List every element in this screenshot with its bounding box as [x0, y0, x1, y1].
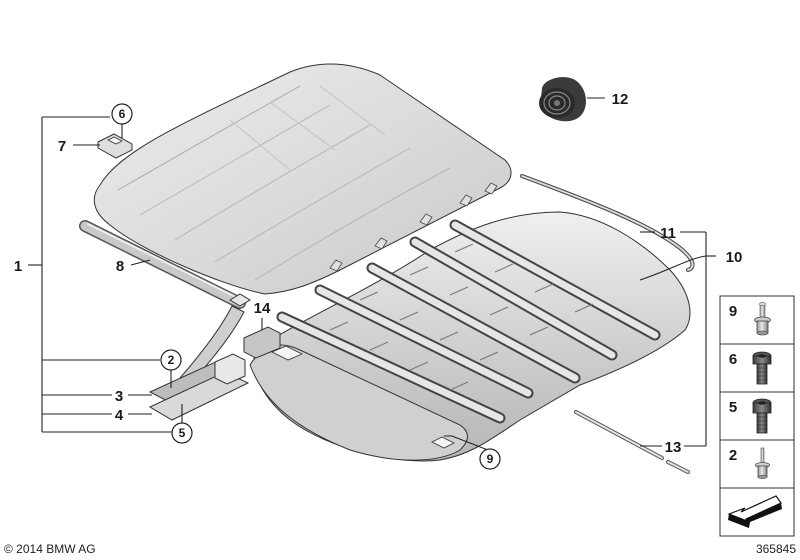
rivet-icon [755, 447, 770, 479]
callout-1: 1 [14, 258, 22, 275]
rod [574, 410, 690, 474]
callout-3: 3 [115, 388, 123, 405]
callout-5: 5 [179, 426, 186, 440]
callout-12: 12 [612, 91, 629, 108]
roof-cover-panel [93, 63, 512, 295]
hardware-panel: 9 6 5 2 [719, 295, 795, 537]
callout-5-ring [171, 422, 193, 444]
leader-lines [28, 97, 716, 451]
panel-label-2: 2 [729, 447, 737, 464]
panel-label-9: 9 [729, 303, 737, 320]
hinge-bracket [148, 293, 251, 421]
callout-6: 6 [119, 107, 126, 121]
callout-labels: 1 6 7 8 2 3 4 5 9 10 11 12 13 14 [14, 91, 743, 470]
screw-icon [752, 398, 772, 434]
bracket [243, 326, 281, 359]
rivet-icon [754, 302, 771, 336]
callout-9: 9 [487, 452, 494, 466]
callout-7: 7 [58, 138, 66, 155]
panel-label-5: 5 [729, 399, 737, 416]
seal-strip [79, 220, 246, 309]
callout-11: 11 [660, 225, 676, 242]
sealing-strip [520, 174, 695, 272]
callout-13: 13 [665, 439, 682, 456]
callout-10: 10 [726, 249, 743, 266]
image-number: 365845 [756, 542, 796, 556]
callout-6-ring [111, 103, 133, 125]
callout-9-ring [479, 448, 501, 470]
plug [539, 77, 586, 122]
callout-2-ring [160, 349, 182, 371]
clip [97, 133, 133, 159]
screw-icon [752, 351, 772, 385]
arrow-icon [727, 495, 782, 528]
callout-14: 14 [254, 300, 271, 317]
callout-8: 8 [116, 258, 124, 275]
callout-4: 4 [115, 407, 124, 424]
copyright-text: © 2014 BMW AG [4, 542, 96, 556]
roof-bow-frame [249, 211, 691, 462]
callout-2: 2 [168, 353, 175, 367]
panel-label-6: 6 [729, 351, 737, 368]
